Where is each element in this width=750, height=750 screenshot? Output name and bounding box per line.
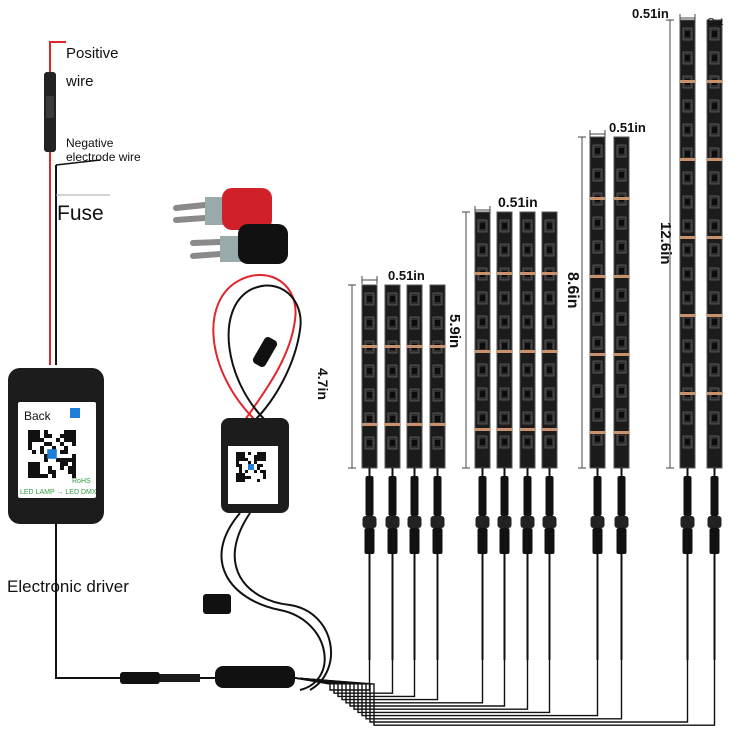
qr-code-small-icon xyxy=(236,452,266,482)
fork-terminal-black xyxy=(190,224,288,264)
strip-3-width-label: 0.51in xyxy=(609,120,646,135)
dimension-4 xyxy=(666,14,696,469)
led-strip-3-2 xyxy=(613,136,630,660)
led-strip-2-1 xyxy=(474,211,491,660)
strip-2-length-label: 5.9in xyxy=(446,314,463,349)
splitter-hub xyxy=(215,666,295,688)
dimension-3 xyxy=(578,130,606,469)
led-strip-3-1 xyxy=(589,136,606,660)
strip-4-width-label: 0.51in xyxy=(632,6,669,21)
bus-wire-12 xyxy=(294,660,716,726)
fork-terminal-red xyxy=(173,188,272,230)
led-strip-2-4 xyxy=(541,211,558,660)
qr-code-icon xyxy=(28,430,76,478)
bus-wire-9 xyxy=(294,660,599,717)
bluetooth-icon xyxy=(70,408,80,418)
led-strips xyxy=(361,19,723,660)
dimension-lines xyxy=(348,14,696,469)
led-strip-2-3 xyxy=(519,211,536,660)
led-strip-1-2 xyxy=(384,284,401,660)
strip-2-width-label: 0.51in xyxy=(498,194,538,210)
fuse-label: Fuse xyxy=(57,202,104,225)
strip-1-length-label: 4.7in xyxy=(315,368,331,400)
driver-label: Electronic driver xyxy=(7,577,129,596)
strip-3-length-label: 8.6in xyxy=(564,272,581,309)
fuse-core xyxy=(46,96,54,118)
led-strip-2-2 xyxy=(496,211,513,660)
positive-wire xyxy=(49,41,66,72)
wire-label: wire xyxy=(66,73,94,90)
bus-wire-8 xyxy=(294,660,551,714)
negative-label: Negative xyxy=(66,136,114,150)
controller-harness xyxy=(203,274,332,691)
main-harness xyxy=(8,41,295,688)
driver-connector xyxy=(120,672,160,684)
mode-label: LED LAMP → LED DMX xyxy=(20,489,97,496)
strip-1-width-label: 0.51in xyxy=(388,268,425,283)
driver-output-cable xyxy=(55,524,120,679)
out-label: Out xyxy=(707,17,724,28)
driver-back-label: Back xyxy=(24,409,51,423)
dimension-1 xyxy=(348,276,378,469)
negative-label-2: electrode wire xyxy=(66,150,141,164)
bus-wire-2 xyxy=(294,660,394,694)
wire-bus xyxy=(294,660,716,726)
rohs-label: RoHS xyxy=(72,478,91,485)
strip-4-length-label: 12.6in xyxy=(657,222,674,265)
dimension-2 xyxy=(462,206,491,469)
led-strip-4-1 xyxy=(679,19,696,660)
led-strip-4-2 xyxy=(706,19,723,660)
led-strip-1-3 xyxy=(406,284,423,660)
led-strip-1-4 xyxy=(429,284,446,660)
bus-wire-3 xyxy=(294,660,416,698)
positive-label: Positive xyxy=(66,45,119,62)
led-strip-1-1 xyxy=(361,284,378,660)
